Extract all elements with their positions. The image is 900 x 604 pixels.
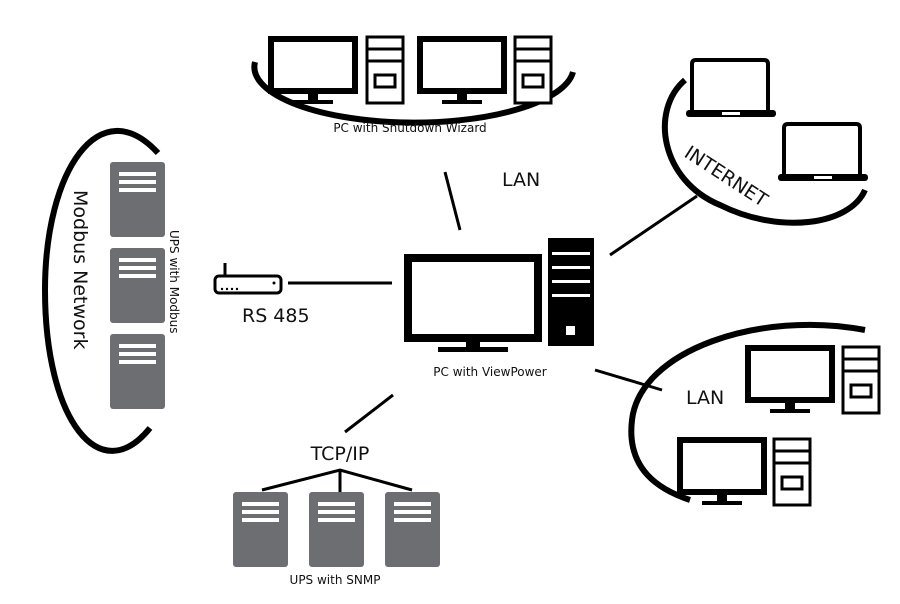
ups-icon	[110, 162, 165, 237]
ups-snmp-label: UPS with SNMP	[290, 573, 381, 587]
rs485-label: RS 485	[242, 305, 310, 327]
modbus-group: Modbus Network UPS with Modbus	[41, 128, 181, 454]
ups-icon	[309, 492, 364, 567]
modbus-network-label: Modbus Network	[69, 190, 91, 349]
monitor-icon	[420, 39, 504, 104]
ups-icon	[110, 334, 165, 409]
viewpower-pc: PC with ViewPower	[404, 238, 594, 379]
shutdown-wizard-label: PC with Shutdown Wizard	[333, 121, 486, 135]
shutdown-wizard-group: PC with Shutdown Wizard	[251, 35, 576, 135]
lan-right-label: LAN	[686, 387, 724, 409]
monitor-icon	[271, 39, 355, 104]
connection-lines	[261, 171, 698, 492]
pc-tower-icon	[548, 238, 594, 346]
pc-tower-icon	[772, 437, 812, 507]
pc-tower-icon	[841, 345, 881, 415]
ups-icon	[233, 492, 288, 567]
lan-right-group: LAN	[628, 321, 881, 507]
tcpip-label: TCP/IP	[310, 443, 370, 465]
internet-label: INTERNET	[680, 142, 772, 212]
monitor-icon	[680, 440, 764, 505]
router-icon	[213, 263, 283, 295]
ups-icon	[110, 248, 165, 323]
laptop-icon	[776, 122, 870, 183]
monitor-icon	[748, 348, 832, 413]
ups-modbus-label: UPS with Modbus	[167, 230, 181, 334]
lan-top-label: LAN	[502, 169, 540, 191]
pc-tower-icon	[365, 35, 405, 105]
pc-tower-icon	[513, 35, 553, 105]
snmp-group: TCP/IP UPS with SNMP	[233, 443, 440, 587]
laptop-icon	[684, 58, 778, 119]
monitor-icon	[404, 254, 542, 342]
viewpower-label: PC with ViewPower	[433, 365, 547, 379]
ups-icon	[385, 492, 440, 567]
